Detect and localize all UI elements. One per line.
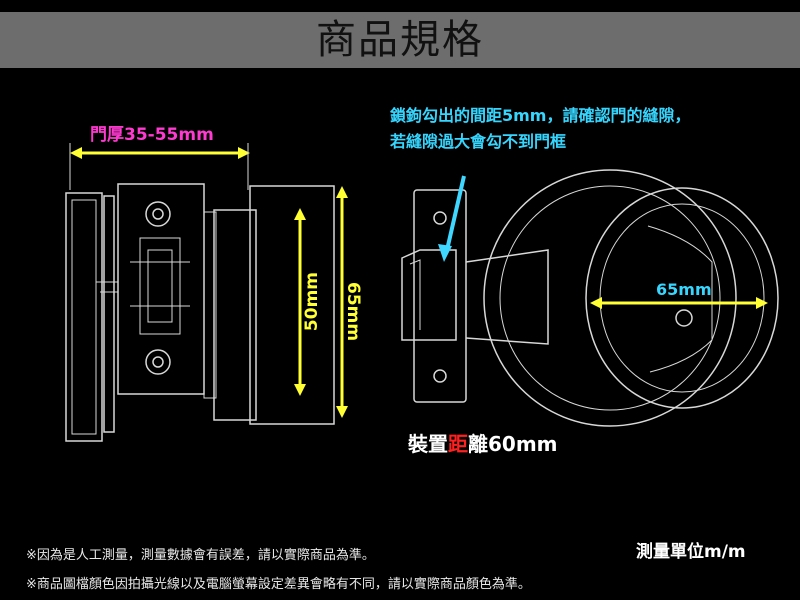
dim-50-label: 50mm <box>302 272 322 332</box>
page-title: 商品規格 <box>316 17 484 63</box>
measurement-error-note: ※因為是人工測量，測量數據會有誤差，請以實際商品為準。 <box>26 548 375 563</box>
left-rose-outline <box>65 192 103 442</box>
keyhole-icon <box>675 309 693 327</box>
door-edge-plate <box>103 195 115 433</box>
dim-65-line <box>336 186 348 418</box>
mechanism-box <box>139 237 181 335</box>
front-rose-ring <box>585 187 779 409</box>
top-screw-inner <box>152 208 164 220</box>
faceplate-screw-top-icon <box>433 211 447 225</box>
top-screw-icon <box>145 201 171 227</box>
backset-label: 裝置距離60mm <box>408 428 558 457</box>
faceplate-screw-bottom-icon <box>433 369 447 383</box>
diameter-dimension <box>590 297 768 309</box>
spindle <box>203 211 217 399</box>
latch-bolt <box>401 249 457 341</box>
latch-gap-pointer <box>438 175 466 262</box>
pull-handle <box>647 225 713 373</box>
title-banner <box>0 12 800 68</box>
diameter-label: 65mm <box>656 280 712 299</box>
latch-case <box>117 183 205 395</box>
bottom-screw-icon <box>145 349 171 375</box>
color-difference-note: ※商品圖檔顏色因拍攝光線以及電腦螢幕設定差異會略有不同，請以實際商品顏色為準。 <box>26 577 531 592</box>
face-plate <box>413 189 467 403</box>
latch-note-line2: 若縫隙過大會勾不到門框 <box>390 132 567 151</box>
left-rose-inner <box>71 199 97 435</box>
backset-highlight: 距 <box>448 432 468 456</box>
dim-50-line <box>294 208 306 396</box>
back-rose-ring <box>483 169 737 427</box>
latch-note-line1: 鎖鉤勾出的間距5mm，請確認門的縫隙， <box>390 106 691 125</box>
backset-prefix: 裝置 <box>408 432 448 456</box>
door-thickness-label: 門厚35-55mm <box>90 125 214 145</box>
right-rose-outline <box>213 209 257 421</box>
measurement-unit-label: 測量單位m/m <box>636 542 746 562</box>
door-thickness-dimension <box>70 147 250 159</box>
right-knob-outline <box>249 185 335 425</box>
mechanism-inner <box>147 249 173 323</box>
latch-tube <box>465 249 549 345</box>
lock-side-view <box>65 183 335 442</box>
bottom-screw-inner <box>152 356 164 368</box>
backset-suffix: 離60mm <box>468 432 558 456</box>
dim-65-label: 65mm <box>343 282 363 342</box>
